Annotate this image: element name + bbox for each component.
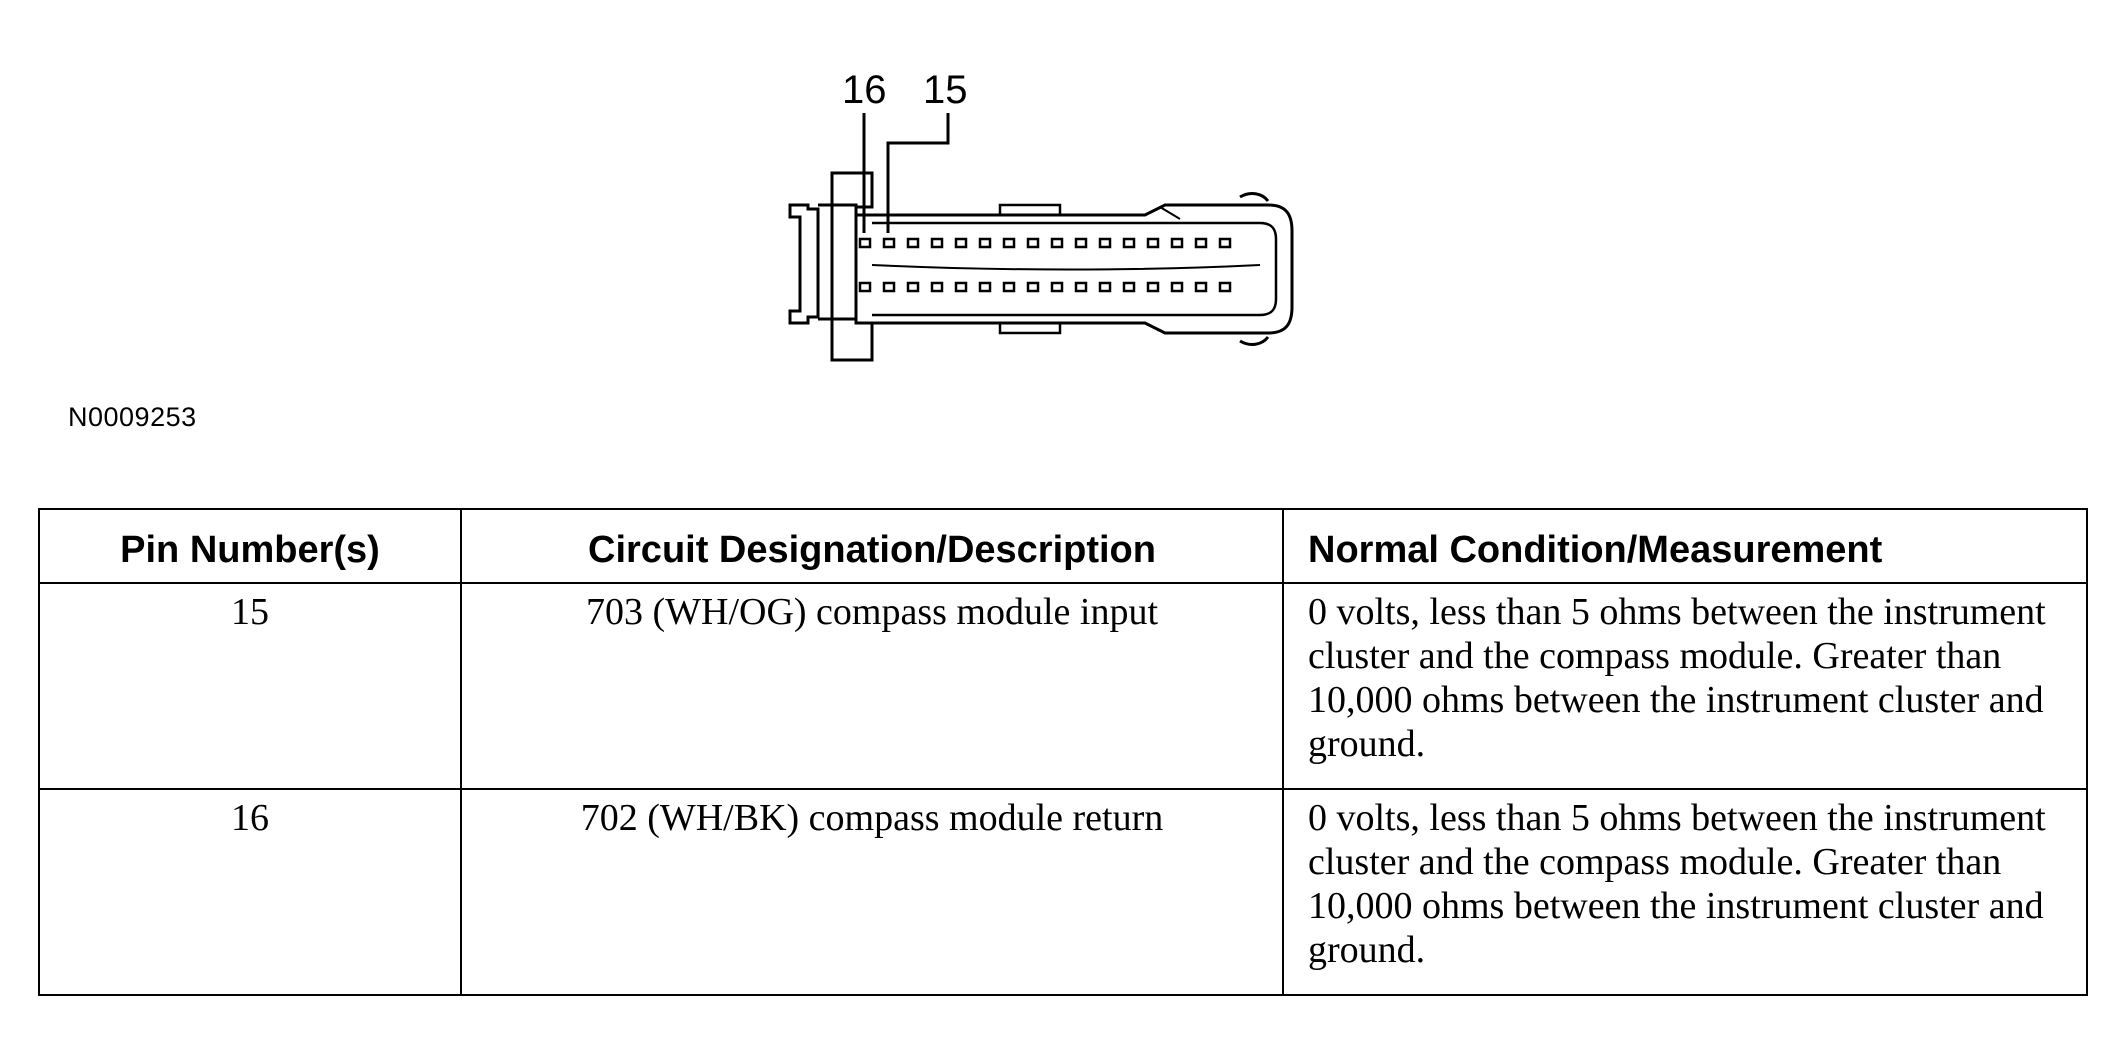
connector-bottom-tab [998,323,1062,335]
connector-body [818,203,1294,335]
pin-label-15: 15 [923,68,968,112]
cell-pin: 15 [38,582,462,790]
cell-circuit: 702 (WH/BK) compass module return [460,788,1284,996]
connector-flange [830,171,874,362]
header-pin-number: Pin Number(s) [38,508,462,584]
pin-row-upper [858,237,1232,249]
connector-inner [872,221,1278,317]
connector-top-tab [998,203,1062,215]
table-header-row: Pin Number(s) Circuit Designation/Descri… [38,508,2088,584]
table-row: 16 702 (WH/BK) compass module return 0 v… [38,788,2088,996]
header-circuit: Circuit Designation/Description [460,508,1284,584]
cell-condition: 0 volts, less than 5 ohms between the in… [1282,788,2088,996]
connector-ramp [1159,206,1181,220]
table-row: 15 703 (WH/OG) compass module input 0 vo… [38,582,2088,790]
pin-table: Pin Number(s) Circuit Designation/Descri… [38,508,2088,996]
connector-rib [871,264,1261,271]
header-condition: Normal Condition/Measurement [1282,508,2088,584]
pin-row-lower [858,281,1232,293]
cell-pin: 16 [38,788,462,996]
figure-id: N0009253 [68,402,197,432]
connector-diagram: 16 15 [760,55,1360,375]
connector-drawing: 16 15 [788,68,1294,362]
pin-label-16: 16 [842,68,887,112]
connector-latch [788,203,820,325]
connector-endcap [1239,192,1270,346]
leader-line-15 [886,113,950,233]
cell-condition: 0 volts, less than 5 ohms between the in… [1282,582,2088,790]
cell-circuit: 703 (WH/OG) compass module input [460,582,1284,790]
